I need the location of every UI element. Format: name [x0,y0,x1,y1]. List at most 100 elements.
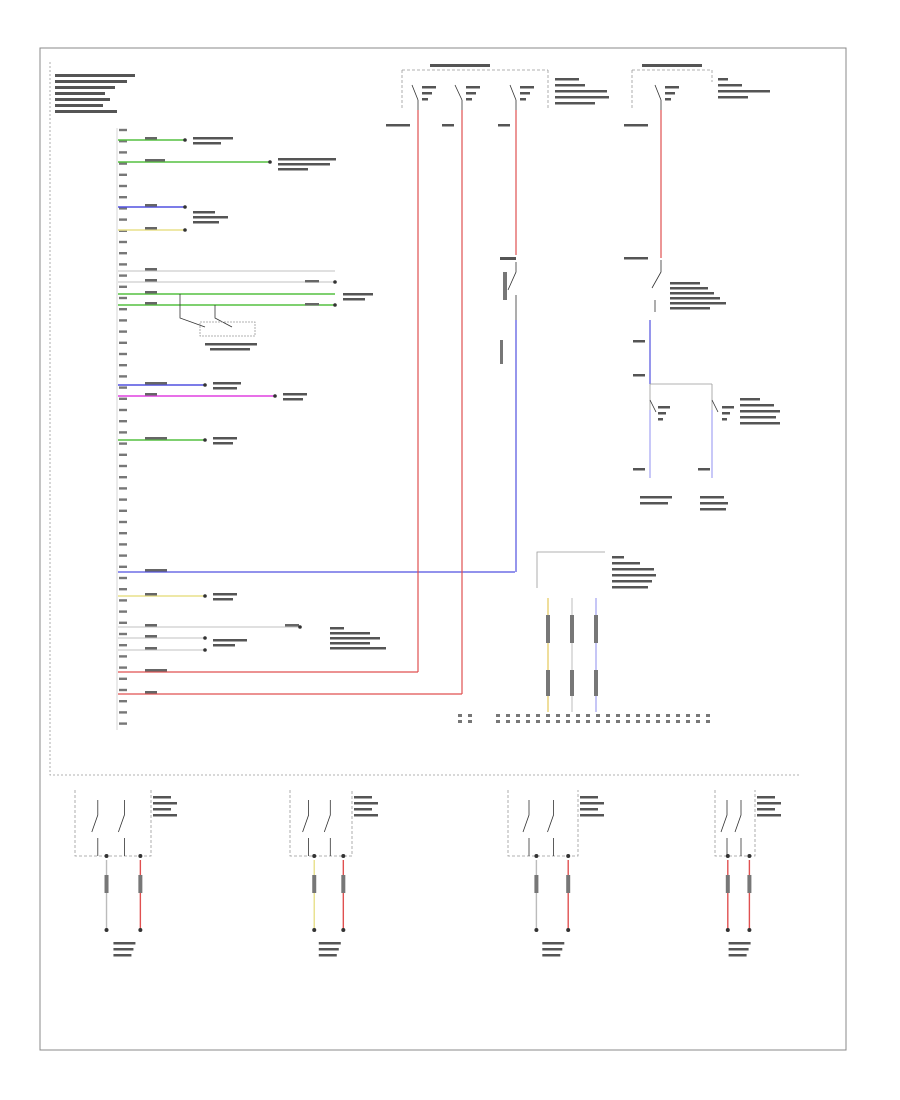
connector-pin [626,720,630,723]
pin-label [119,408,127,412]
connector-pin [496,714,500,717]
pin-label [119,173,127,176]
pin-label [119,453,127,456]
connector-pin [566,714,570,717]
connector-pin [536,720,540,723]
pin-label [119,319,127,322]
fuse-box-right-lower [633,398,780,511]
pin-label [119,364,127,367]
pin-label [119,229,127,232]
connector-pin [706,720,710,723]
pin-label [119,621,127,624]
connector-pin [516,714,520,717]
connector-pin [686,720,690,723]
module-label-block [55,74,135,113]
pin-label [119,341,127,344]
switch-1 [74,790,177,957]
connector-pin [576,720,580,723]
connector-pin [546,714,550,717]
module-connector-block [536,551,656,712]
connector-pin [646,714,650,717]
pin-label [119,252,127,255]
pin-label [119,330,127,333]
connector-pin [636,720,640,723]
connector-pin [516,720,520,723]
pin-label [119,464,127,468]
pin-label [119,610,127,613]
pin-label [119,688,127,692]
pin-label [119,700,127,703]
pin-label [119,666,127,669]
connector-pin [596,714,600,717]
switch-row [74,790,781,957]
left-wires [118,139,515,695]
fuse-box-right [624,64,770,127]
pin-label [119,509,127,512]
pin-label [119,274,127,277]
handbrake-switch [179,294,256,337]
relay-center [500,257,517,364]
connector-pin [576,714,580,717]
pin-label [119,140,127,143]
connector-pin [666,720,670,723]
connector-pin [676,720,680,723]
connector-pin [596,720,600,723]
connector-pin [656,714,660,717]
brake-switch-right [624,257,726,377]
pin-label [119,498,127,501]
pin-label [119,218,127,221]
connector-pin [676,714,680,717]
connector-pin [556,720,560,723]
switch-3 [507,790,604,957]
pin-label [119,722,127,725]
diagram-frame [39,47,847,1051]
pin-label [119,240,127,244]
pin-label [119,196,127,199]
connector-pin [496,720,500,723]
pin-label [119,532,127,535]
handbrake-switch-label [205,343,257,351]
pin-label [119,543,127,546]
module-boundary [49,62,800,776]
connector-pin [666,714,670,717]
connector-pin [468,720,472,723]
connector-pin [468,714,472,717]
connector-pin [696,720,700,723]
connector-pin [616,714,620,717]
pin-label [119,644,127,647]
pin-label [119,308,127,311]
fuse-box-center [386,64,609,127]
pin-label [119,677,127,680]
connector-pin [526,714,530,717]
connector-pin [506,714,510,717]
connector-pin [536,714,540,717]
pin-label [119,207,127,210]
connector-pin [566,720,570,723]
connector-pin [606,720,610,723]
pin-label [119,476,127,479]
connector-pin [546,720,550,723]
connector-pin [458,720,462,723]
pin-label [119,285,127,288]
connector-pin-row [458,714,710,723]
pin-label [119,162,127,165]
pin-label [119,151,127,154]
connector-pin [626,714,630,717]
pin-label [119,565,127,568]
pin-label [119,711,127,714]
pin-label [119,576,127,580]
connector-pin [506,720,510,723]
connector-pin [656,720,660,723]
pin-label [119,632,127,636]
pin-label [119,420,127,423]
connector-pin [556,714,560,717]
destination-labels [193,137,386,650]
pin-label [119,588,127,591]
connector-pin [696,714,700,717]
pin-label [119,375,127,378]
connector-pin [686,714,690,717]
pin-label [119,397,127,400]
pin-label [119,442,127,445]
connector-pin-column [116,128,127,730]
